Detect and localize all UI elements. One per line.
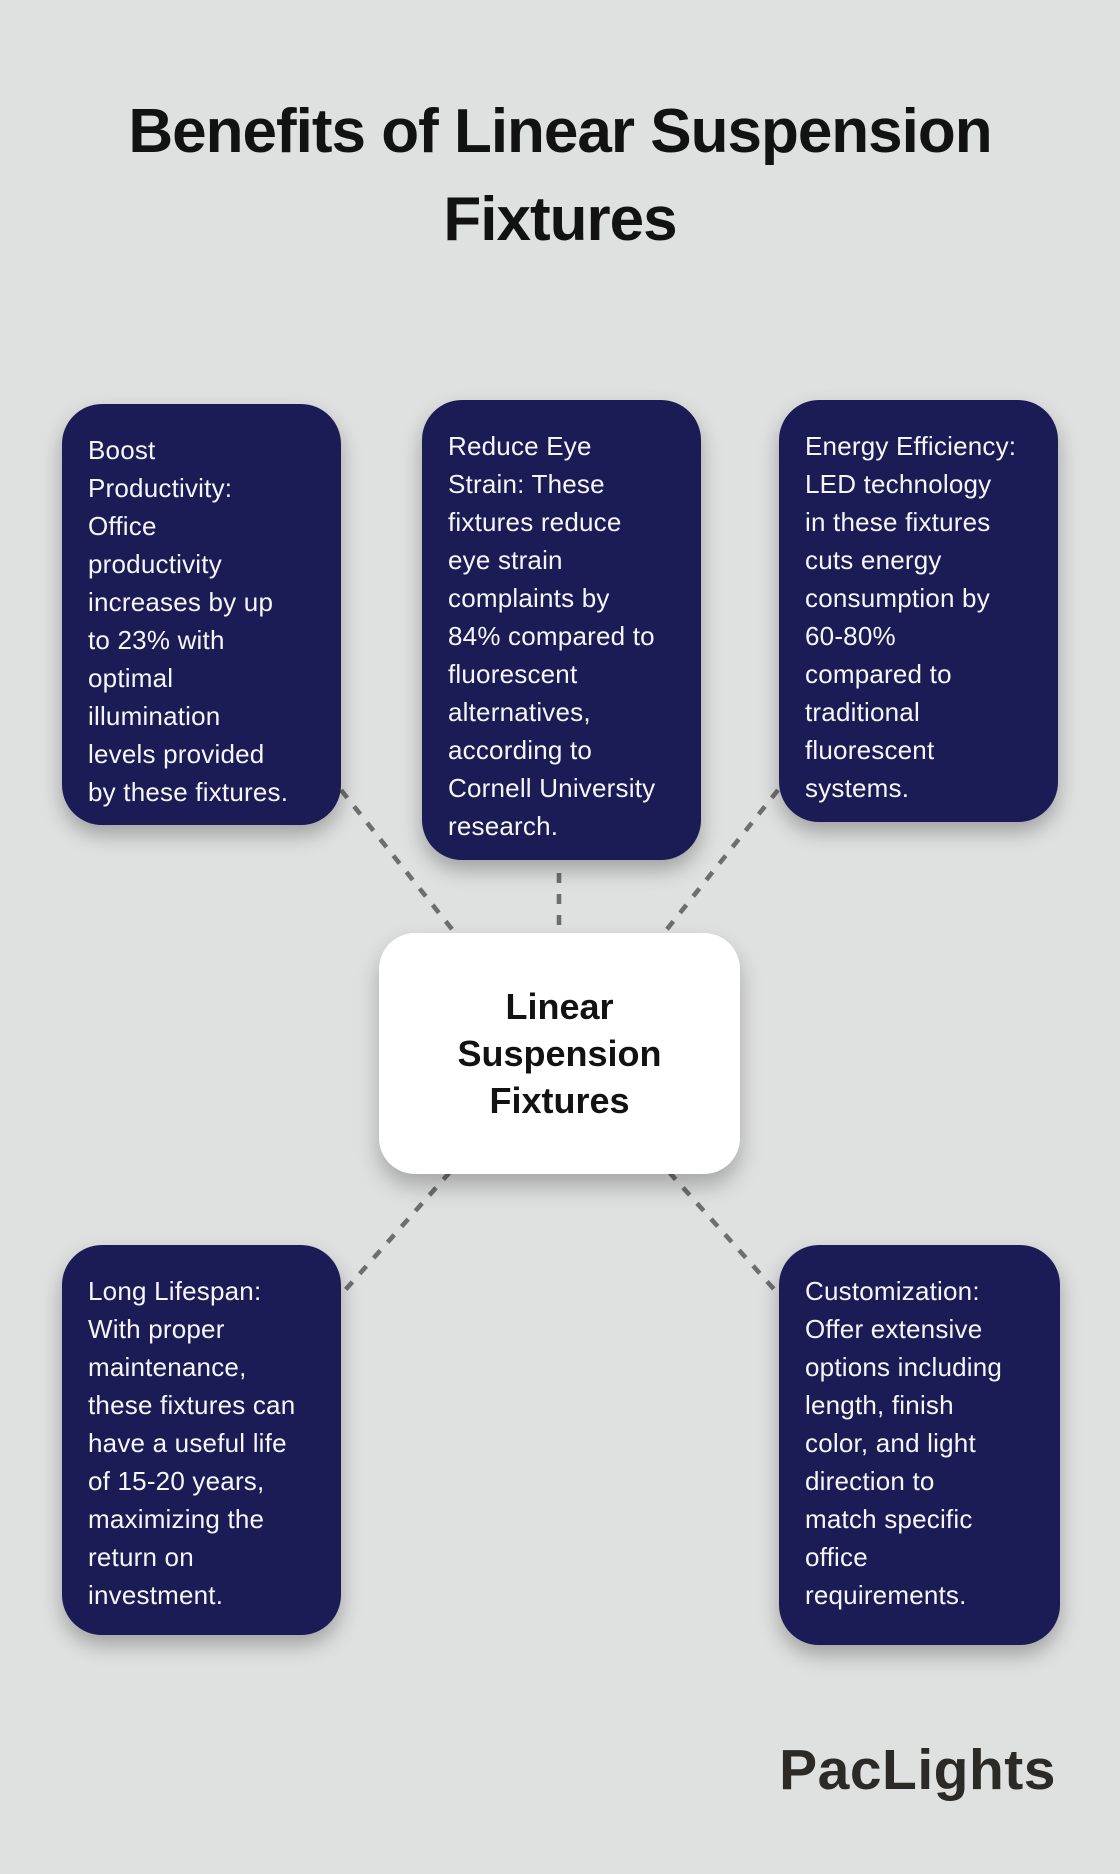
benefit-text-boost-productivity: Boost Productivity: Office productivity … bbox=[88, 435, 289, 807]
benefit-text-energy-efficiency: Energy Efficiency: LED technology in the… bbox=[805, 431, 1017, 803]
benefit-card-reduce-eye-strain: Reduce Eye Strain: These fixtures reduce… bbox=[422, 400, 701, 860]
benefit-card-customization: Customization: Offer extensive options i… bbox=[779, 1245, 1060, 1645]
connector-center-to-customization bbox=[667, 1170, 783, 1299]
benefit-card-long-lifespan: Long Lifespan: With proper maintenance, … bbox=[62, 1245, 341, 1635]
benefit-text-long-lifespan: Long Lifespan: With proper maintenance, … bbox=[88, 1276, 296, 1610]
page-title: Benefits of Linear Suspension Fixtures bbox=[128, 97, 992, 255]
center-node-label: Linear Suspension Fixtures bbox=[457, 986, 662, 1121]
center-node: Linear Suspension Fixtures bbox=[379, 933, 740, 1174]
benefit-card-boost-productivity: Boost Productivity: Office productivity … bbox=[62, 404, 341, 825]
benefit-card-energy-efficiency: Energy Efficiency: LED technology in the… bbox=[779, 400, 1058, 822]
brand-logo: PacLights bbox=[779, 1738, 1056, 1802]
benefit-text-customization: Customization: Offer extensive options i… bbox=[805, 1276, 1003, 1610]
benefit-text-reduce-eye-strain: Reduce Eye Strain: These fixtures reduce… bbox=[448, 431, 656, 841]
connector-center-to-long-lifespan bbox=[337, 1170, 452, 1299]
